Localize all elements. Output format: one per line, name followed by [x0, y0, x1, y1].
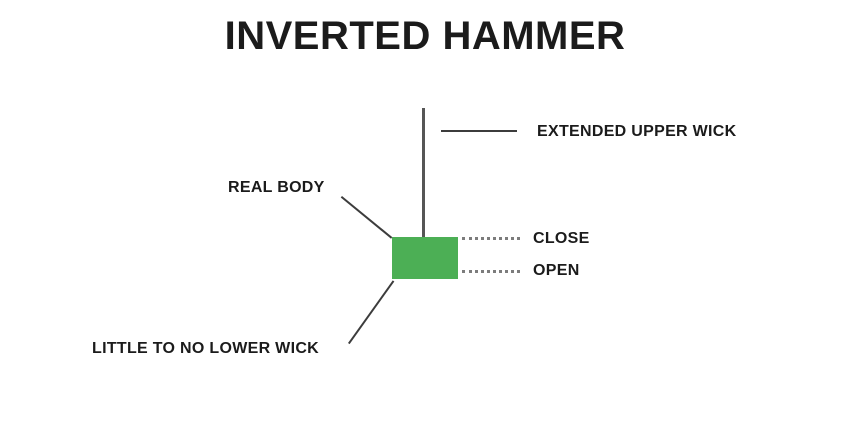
annotation-lower-wick: LITTLE TO NO LOWER WICK	[92, 340, 320, 357]
annotation-open: OPEN	[533, 262, 580, 279]
close-leader-line	[462, 237, 520, 240]
real-body-shape	[392, 237, 458, 279]
annotation-real-body: REAL BODY	[228, 179, 325, 196]
open-leader-line	[462, 270, 520, 273]
real-body-leader-line	[340, 196, 393, 239]
page-title: INVERTED HAMMER	[224, 14, 626, 58]
annotation-close: CLOSE	[533, 230, 590, 247]
annotation-upper-wick: EXTENDED UPPER WICK	[537, 123, 737, 140]
upper-wick-shape	[422, 108, 425, 239]
lower-wick-leader-line	[348, 280, 395, 345]
upper-wick-leader-line	[441, 130, 517, 132]
